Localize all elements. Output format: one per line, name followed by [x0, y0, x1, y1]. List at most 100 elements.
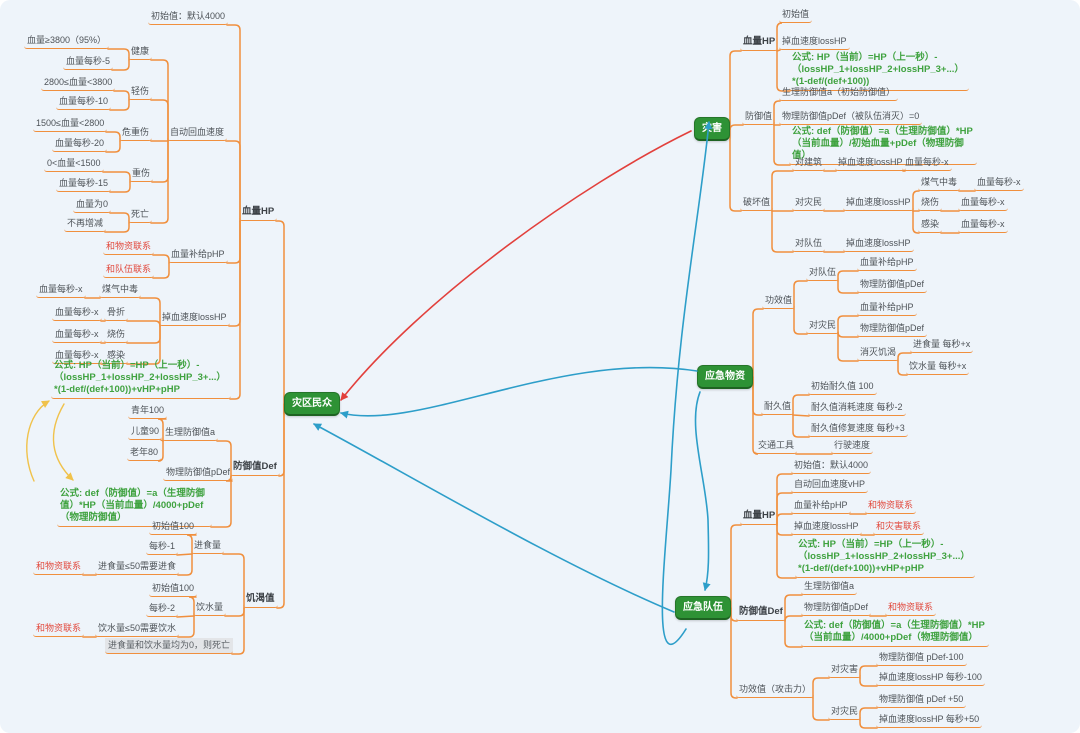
topic-l-severe-b[interactable]: 血量每秒-15 [56, 176, 112, 192]
topic-q-dis-b[interactable]: 掉血速度lossHP 每秒-100 [876, 670, 985, 686]
topic-q-hp-loss[interactable]: 掉血速度lossHP [791, 519, 862, 535]
topic-l-burn[interactable]: 烧伤 [104, 327, 129, 343]
topic-l-burn-v[interactable]: 血量每秒-x [52, 327, 102, 343]
topic-l-minor-b[interactable]: 血量每秒-10 [56, 94, 112, 110]
topic-s-civ-php[interactable]: 血量补给pHP [857, 300, 917, 316]
topic-l-php-b[interactable]: 和队伍联系 [103, 262, 155, 278]
topic-l-death-a[interactable]: 血量为0 [73, 197, 112, 213]
topic-l-eat-a[interactable]: 初始值100 [149, 519, 198, 535]
topic-d-dmg[interactable]: 破坏值 [740, 195, 774, 211]
topic-d-hp-init[interactable]: 初始值 [779, 7, 813, 23]
topic-l-def-a2[interactable]: 儿童90 [128, 424, 163, 440]
topic-d-civ-burn[interactable]: 烧伤 [918, 195, 943, 211]
topic-q-civ-b[interactable]: 掉血速度lossHP 每秒+50 [876, 712, 983, 728]
topic-l-health[interactable]: 健康 [128, 44, 153, 60]
topic-s-dur-c[interactable]: 耐久值修复速度 每秒+3 [808, 421, 908, 437]
topic-q-hp-init[interactable]: 初始值：默认4000 [791, 458, 872, 474]
topic-l-def-p[interactable]: 物理防御值pDef [163, 465, 234, 481]
topic-d-bld[interactable]: 对建筑 [792, 155, 826, 171]
topic-l-crit[interactable]: 危重伤 [119, 125, 153, 141]
topic-l-hp[interactable]: 血量HP [239, 205, 278, 221]
topic-l-severe[interactable]: 重伤 [129, 166, 154, 182]
topic-q-civ-a[interactable]: 物理防御值 pDef +50 [876, 692, 967, 708]
topic-s-team[interactable]: 对队伍 [806, 265, 840, 281]
topic-l-crit-b[interactable]: 血量每秒-20 [52, 136, 108, 152]
topic-l-death[interactable]: 死亡 [128, 207, 153, 223]
topic-l-eat[interactable]: 进食量 [191, 538, 225, 554]
topic-l-php-a[interactable]: 和物资联系 [103, 239, 155, 255]
topic-s-civ-drink[interactable]: 饮水量 每秒+x [906, 359, 970, 375]
topic-s-team-pdef[interactable]: 物理防御值pDef [857, 277, 928, 293]
topic-mz[interactable]: 灾区民众 [284, 392, 340, 416]
topic-l-infect[interactable]: 感染 [104, 348, 129, 364]
topic-l-fracture[interactable]: 骨折 [104, 305, 129, 321]
topic-d-hp-loss[interactable]: 掉血速度lossHP [779, 34, 850, 50]
topic-q-civ[interactable]: 对灾民 [828, 704, 862, 720]
topic-l-def-a1[interactable]: 青年100 [128, 403, 168, 419]
topic-l-crit-a[interactable]: 1500≤血量<2800 [33, 116, 108, 132]
topic-d-bld-v[interactable]: 血量每秒-x [902, 155, 952, 171]
topic-d-civ-inf[interactable]: 感染 [918, 217, 943, 233]
topic-l-thirst[interactable]: 饥渴值 [243, 592, 278, 608]
topic-l-def[interactable]: 防御值Def [230, 460, 280, 476]
topic-l-drink[interactable]: 饮水量 [193, 600, 227, 616]
topic-l-php[interactable]: 血量补给pHP [168, 247, 228, 263]
topic-q-def-formula[interactable]: 公式: def（防御值）=a（生理防御值）*HP（当前血量）/4000+pDef… [801, 619, 989, 647]
topic-d-hp[interactable]: 血量HP [740, 35, 779, 51]
topic-s-civ-hunger[interactable]: 消灭饥渴 [857, 345, 900, 361]
topic-l-severe-a[interactable]: 0<血量<1500 [44, 156, 104, 172]
topic-d-def-p[interactable]: 物理防御值pDef（被队伍消灭）=0 [779, 109, 923, 125]
topic-l-note[interactable]: 进食量和饮水量均为0，则死亡 [105, 638, 234, 654]
topic-s-eff[interactable]: 功效值 [762, 293, 796, 309]
topic-d-def-a[interactable]: 生理防御值a（初始防御值） [779, 85, 899, 101]
topic-d-civ[interactable]: 对灾民 [792, 195, 826, 211]
topic-l-drink-c[interactable]: 饮水量≤50需要饮水 [95, 621, 179, 637]
topic-s-veh-a[interactable]: 行驶速度 [831, 438, 874, 454]
topic-l-infect-v[interactable]: 血量每秒-x [52, 348, 102, 364]
topic-d-def-formula[interactable]: 公式: def（防御值）=a（生理防御值）*HP（当前血量）/初始血量+pDef… [789, 125, 977, 165]
topic-l-auto[interactable]: 自动回血速度 [167, 125, 228, 141]
topic-d-hp-formula[interactable]: 公式: HP（当前）=HP（上一秒）-（lossHP_1+lossHP_2+lo… [789, 51, 969, 91]
topic-s-dur[interactable]: 耐久值 [761, 399, 795, 415]
topic-s-civ-pdef[interactable]: 物理防御值pDef [857, 321, 928, 337]
topic-l-loss[interactable]: 掉血速度lossHP [159, 310, 230, 326]
topic-q-def-p-r[interactable]: 和物资联系 [885, 600, 937, 616]
topic-l-def-a3[interactable]: 老年80 [127, 445, 162, 461]
topic-d-def[interactable]: 防御值 [742, 109, 776, 125]
topic-d-civ-inf-v[interactable]: 血量每秒-x [958, 217, 1008, 233]
topic-l-death-b[interactable]: 不再增减 [64, 216, 107, 232]
topic-l-hp-init[interactable]: 初始值：默认4000 [148, 9, 229, 25]
topic-q-hp-auto[interactable]: 自动回血速度vHP [791, 477, 869, 493]
topic-s-civ[interactable]: 对灾民 [806, 318, 840, 334]
topic-l-eat-r[interactable]: 和物资联系 [33, 559, 85, 575]
topic-l-def-a[interactable]: 生理防御值a [162, 425, 219, 441]
topic-l-def-formula[interactable]: 公式: def（防御值）=a（生理防御值）*HP（当前血量）/4000+pDef… [57, 487, 212, 527]
topic-q-dis[interactable]: 对灾害 [828, 662, 862, 678]
topic-l-drink-r[interactable]: 和物资联系 [33, 621, 85, 637]
topic-d-team-loss[interactable]: 掉血速度lossHP [843, 236, 914, 252]
topic-s-team-php[interactable]: 血量补给pHP [857, 255, 917, 271]
topic-d-civ-burn-v[interactable]: 血量每秒-x [958, 195, 1008, 211]
topic-q-def-a[interactable]: 生理防御值a [801, 579, 858, 595]
topic-l-eat-b[interactable]: 每秒-1 [146, 539, 179, 555]
topic-l-health-a[interactable]: 血量≥3800（95%） [24, 33, 109, 49]
topic-d-civ-loss[interactable]: 掉血速度lossHP [843, 195, 914, 211]
topic-l-hp-formula[interactable]: 公式: HP（当前）=HP（上一秒）-（lossHP_1+lossHP_2+lo… [51, 359, 231, 399]
topic-l-health-b[interactable]: 血量每秒-5 [63, 54, 114, 70]
topic-q-hp-loss-r[interactable]: 和灾害联系 [873, 519, 925, 535]
topic-q-def-p[interactable]: 物理防御值pDef [801, 600, 872, 616]
topic-l-gas[interactable]: 煤气中毒 [99, 282, 142, 298]
topic-d-bld-loss[interactable]: 掉血速度lossHP [835, 155, 906, 171]
topic-dw[interactable]: 应急队伍 [675, 596, 731, 620]
topic-l-fracture-v[interactable]: 血量每秒-x [52, 305, 102, 321]
topic-l-gas-v[interactable]: 血量每秒-x [36, 282, 86, 298]
topic-s-civ-eat[interactable]: 进食量 每秒+x [910, 337, 974, 353]
topic-q-eff[interactable]: 功效值（攻击力） [736, 682, 815, 698]
topic-l-drink-a[interactable]: 初始值100 [149, 581, 198, 597]
topic-l-drink-b[interactable]: 每秒-2 [146, 601, 179, 617]
topic-zh[interactable]: 灾害 [694, 117, 730, 141]
topic-q-hp[interactable]: 血量HP [740, 509, 779, 525]
topic-s-dur-b[interactable]: 耐久值消耗速度 每秒-2 [808, 400, 906, 416]
topic-d-civ-gas-v[interactable]: 血量每秒-x [974, 175, 1024, 191]
topic-q-def[interactable]: 防御值Def [736, 605, 786, 621]
